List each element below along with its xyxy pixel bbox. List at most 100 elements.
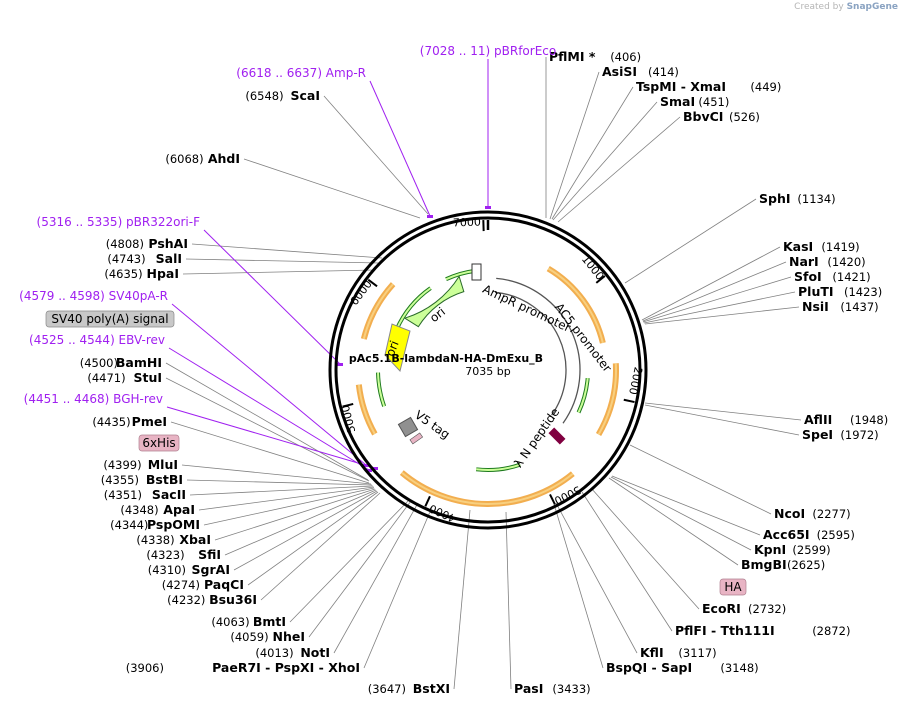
site-pos-mlui: (4399) <box>103 458 141 472</box>
lambda-n-peptide-block <box>548 427 566 445</box>
site-pos-bstxi: (3647) <box>368 682 406 696</box>
plasmid-backbone <box>328 210 648 530</box>
tick-mark-6000 <box>367 278 378 288</box>
site-pos-pmei: (4435) <box>92 415 130 429</box>
leader-kasi <box>641 246 781 321</box>
site-label-acc65i: Acc65I <box>763 527 810 542</box>
site-pos-pshai: (4808) <box>106 237 144 251</box>
site-label-nhei: NheI <box>273 629 306 644</box>
leader-sgrai <box>233 490 378 571</box>
leader-kfli <box>555 502 638 654</box>
site-pos-bmgbi: (2625) <box>787 558 825 572</box>
site-pos-acc65i: (2595) <box>817 528 855 542</box>
leader-pspomi <box>203 487 375 526</box>
leader-smai <box>552 101 658 221</box>
site-label-stui: StuI <box>133 370 162 385</box>
site-label-pmei: PmeI <box>132 414 167 429</box>
site-label-smai: SmaI <box>660 94 695 109</box>
svg-text:6xHis: 6xHis <box>142 436 175 450</box>
leader-bspqi-sapi <box>553 503 604 669</box>
site-label-nsii: NsiI <box>802 299 829 314</box>
site-label-ncoi: NcoI <box>774 506 805 521</box>
site-label-mlui: MluI <box>148 457 178 472</box>
primer-leader-amp-r <box>369 80 431 217</box>
leader-xbai <box>214 488 376 541</box>
primer-label-pbr322ori-f: (5316 .. 5335) pBR322ori-F <box>37 215 201 229</box>
tick-mark-2000 <box>623 398 635 404</box>
tick-mark-3000 <box>549 493 556 505</box>
sixhis-label: 6xHis <box>138 434 180 452</box>
leader-sfoi <box>642 276 792 323</box>
feature-label-ori: ori <box>383 339 402 359</box>
primer-leader-pbr322ori-f <box>203 229 341 365</box>
leader-bbvci <box>557 116 681 223</box>
site-label-kpni: KpnI <box>754 542 786 557</box>
leader-pasi <box>505 511 512 690</box>
site-label-ecori: EcoRI <box>702 601 741 616</box>
leader-bstbi <box>186 479 373 486</box>
leader-scai <box>323 95 429 215</box>
leader-bsu36i <box>260 492 381 601</box>
gene-arrow-fill-4 <box>395 287 432 330</box>
site-labels: AhdI(6068)ScaI(6548)PshAI(4808)SalI(4743… <box>19 44 888 696</box>
primer-site-amp-r <box>427 215 433 218</box>
plasmid-name: pAc5.1B-lambdaN-HA-DmExu_B <box>349 352 543 365</box>
site-pos-smai: (451) <box>698 95 729 109</box>
site-pos-tspmi-xmai: (449) <box>750 80 781 94</box>
orf-arc-3 <box>399 470 575 507</box>
orf-arc-inner-5 <box>362 283 394 340</box>
site-pos-paqci: (4274) <box>162 578 200 592</box>
site-label-bspqi-sapi: BspQI - SapI <box>606 660 692 675</box>
leader-nsii <box>644 306 800 325</box>
site-pos-hpai: (4635) <box>104 267 142 281</box>
site-pos-bbvci: (526) <box>729 110 760 124</box>
site-pos-sali: (4743) <box>107 252 145 266</box>
site-label-pflfi-tth111i: PflFI - Tth111I <box>675 623 775 638</box>
tick-mark-4000 <box>424 495 431 507</box>
primer-leader-bgh-rev <box>166 406 376 469</box>
site-pos-sacii: (4351) <box>104 488 142 502</box>
site-label-bstxi: BstXI <box>413 681 450 696</box>
site-label-pshai: PshAI <box>148 236 188 251</box>
site-pos-pasi: (3433) <box>552 682 590 696</box>
leader-stui <box>165 377 370 482</box>
site-label-bamhi: BamHI <box>116 355 162 370</box>
leader-pflfi-tth111i <box>581 491 673 632</box>
site-label-sphi: SphI <box>759 191 791 206</box>
leader-ncoi <box>629 444 772 515</box>
tick-label-2000: 2000 <box>626 366 645 396</box>
leader-mlui <box>181 464 372 485</box>
leader-apai <box>198 486 375 511</box>
site-label-spei: SpeI <box>802 427 833 442</box>
orf-arc-4 <box>355 384 378 436</box>
site-pos-xbai: (4338) <box>136 533 174 547</box>
primer-site-ebv-rev <box>366 469 372 472</box>
ha-label: HA <box>719 578 747 596</box>
orf-arc-inner-4 <box>357 384 376 435</box>
site-pos-sgrai: (4310) <box>148 563 186 577</box>
primer-site-pbr322ori-f <box>337 363 343 366</box>
leader-nhei <box>308 500 412 638</box>
site-pos-sphi: (1134) <box>797 192 835 206</box>
svg-text:HA: HA <box>724 580 742 594</box>
site-label-bmgbi: BmgBI <box>741 557 787 572</box>
primer-label-bgh-rev: (4451 .. 4468) BGH-rev <box>24 392 163 406</box>
leader-noti <box>333 502 419 654</box>
ac5-promoter-arrow-inner <box>494 291 567 416</box>
site-pos-noti: (4013) <box>255 646 293 660</box>
orf-arc-inner-3 <box>401 471 574 505</box>
primer-site-bgh-rev <box>372 467 378 470</box>
site-label-sfoi: SfoI <box>794 269 822 284</box>
site-pos-ncoi: (2277) <box>812 507 850 521</box>
leader-pmei <box>170 421 370 484</box>
site-label-paqci: PaqCI <box>204 577 244 592</box>
leader-bstxi <box>453 509 471 690</box>
site-label-sgrai: SgrAI <box>192 562 230 577</box>
site-pos-bspqi-sapi: (3148) <box>720 661 758 675</box>
tick-mark-5000 <box>342 402 354 408</box>
feature-label-ac5-promoter: AC5 promoter <box>552 300 614 374</box>
site-pos-kasi: (1419) <box>821 240 859 254</box>
site-label-sfii: SfiI <box>198 547 221 562</box>
